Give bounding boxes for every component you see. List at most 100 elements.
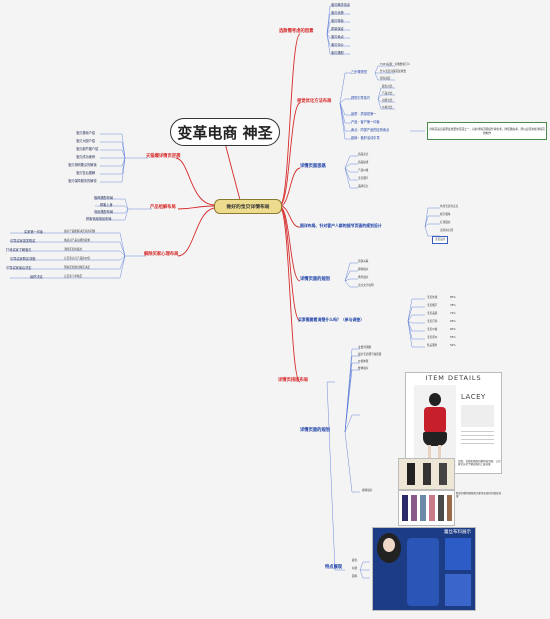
- leaf-note: 展示宝贝细节和质量: [358, 353, 382, 356]
- model-description: 正面、背面和侧面的模特展示图，让买家全方位了解衣服的上身效果: [458, 460, 501, 466]
- leaf-item: 宝贝保障服务的解说: [68, 179, 97, 183]
- sub-branch: 产品：客户第一印象: [351, 120, 380, 124]
- leaf-note: 品牌实力: [358, 185, 369, 188]
- branch-page-arrangement[interactable]: 详情页面的规划: [300, 277, 331, 282]
- leaf-note: 让买家下单购买: [64, 275, 83, 278]
- leaf-note: 商品卖点: [358, 153, 369, 156]
- leaf-note: 卖点文字说明: [358, 284, 374, 287]
- leaf-item: 宝贝成功案例: [76, 155, 96, 159]
- leaf-item: 宝贝优势: [331, 11, 344, 15]
- branch-page-layout[interactable]: 详情页排版布局: [278, 378, 309, 383]
- leaf-item: 宝贝搭配: [331, 51, 344, 55]
- leaf-note: 整体展示: [358, 367, 369, 370]
- leaf-pct: 60%: [450, 328, 456, 331]
- leaf-item: 顾客上身: [100, 203, 113, 207]
- sub-branch-page-design[interactable]: 详情页面的规划: [300, 428, 331, 433]
- leaf-note: 颜色对比: [382, 85, 393, 88]
- leaf-note: 打消疑虑: [440, 221, 451, 224]
- leaf-note: 材质: [352, 567, 358, 570]
- item-details-title: ITEM DETAILS: [425, 374, 482, 382]
- leaf-note: 宝贝外观: [427, 296, 438, 299]
- leaf-pct: 72%: [450, 312, 456, 315]
- leaf-item: 宝贝调研要点的解读: [68, 163, 97, 167]
- leaf-note: 卖家的心理: [440, 229, 453, 232]
- leaf-item: 质量保证: [331, 27, 344, 31]
- branch-page-plan[interactable]: 详情页面思路: [300, 164, 326, 169]
- leaf-item: 买家第一印象: [24, 230, 44, 234]
- leaf-item: 宝贝卖点: [331, 35, 344, 39]
- mindmap-title: 变革电商 神圣: [170, 118, 280, 146]
- leaf-note: 主要营销图: [358, 346, 371, 349]
- leaf-note: 功能对比: [382, 99, 393, 102]
- branch-selection-factors[interactable]: 选款需考虑的因素: [279, 29, 314, 34]
- feature-title: 蕾丝布料展示: [444, 530, 471, 535]
- leaf-note: 颜色: [352, 559, 358, 562]
- leaf-note: 宝贝评价: [427, 336, 438, 339]
- leaf-note: 宝贝细节: [427, 304, 438, 307]
- brand-label: LACEY: [461, 393, 486, 401]
- leaf-item: 最终决定: [30, 275, 43, 279]
- sub-branch: 视觉引导技巧: [351, 96, 371, 100]
- sub-branch: 三步骤视觉: [351, 70, 367, 74]
- leaf-note: 让买家认可产品的价值: [64, 257, 90, 260]
- feature-image: 蕾丝布料展示: [372, 527, 476, 611]
- leaf-item: 宝贝大图介绍: [76, 139, 96, 143]
- leaf-note: 消除买家的疑虑: [64, 248, 83, 251]
- sub-branch: 品质：质量是第一: [351, 112, 377, 116]
- branch-buyer-survey[interactable]: 买家需要看清楚什么吗？（参与调查）: [298, 317, 365, 322]
- branch-store-traffic[interactable]: 天猫爆详情页逆袭: [146, 154, 181, 159]
- leaf-note: 价格对比: [382, 106, 393, 109]
- leaf-item: 宝贝特色: [331, 19, 344, 23]
- callout-note: 详情页是店铺里最重要的页面之一，好的详情页能提升转化率，降低跳失率，所以必须重视…: [427, 122, 547, 140]
- leaf-item: 推荐搭配布局: [94, 196, 114, 200]
- leaf-note: 模特展示: [358, 268, 369, 271]
- leaf-note: 唤起对产品功能的需求: [64, 239, 90, 242]
- leaf-note: TOP1标题：主图要吸引人: [380, 63, 411, 66]
- leaf-item: 宝贝售后图解: [76, 171, 96, 175]
- leaf-note: 简短总结: [380, 77, 391, 80]
- model-description-2: 精美的模特图能给买家带来更好的视觉效果: [456, 492, 502, 498]
- leaf-item: 引导买家激发购买: [10, 239, 36, 243]
- leaf-item: 引导买家最后决定: [6, 266, 32, 270]
- leaf-note: 宝贝价格: [427, 328, 438, 331]
- leaf-item: 宝贝基础介绍: [76, 131, 96, 135]
- leaf-note: 售后服务: [427, 344, 438, 347]
- leaf-item: 宝贝概念信息: [331, 3, 351, 7]
- leaf-pct: 85%: [450, 296, 456, 299]
- leaf-note: 宝贝细节: [358, 177, 369, 180]
- model-photo: [414, 385, 456, 469]
- leaf-item: 引导买家购买流程: [10, 257, 36, 261]
- design-box: 宝贝设计: [432, 236, 449, 244]
- leaf-note: 商品描述: [358, 161, 369, 164]
- sub-branch-features[interactable]: 特点展现: [325, 565, 343, 570]
- sub-branch: 卖点：同类产品的区别卖点: [351, 128, 390, 132]
- leaf-pct: 65%: [450, 320, 456, 323]
- branch-product-layout[interactable]: 产品组解布局: [150, 205, 176, 210]
- leaf-note: 营销关联: [358, 260, 369, 263]
- leaf-item: 打消买家了解宝贝: [6, 248, 32, 252]
- branch-buyer-psychology[interactable]: 解除买家心理布局: [144, 252, 179, 257]
- leaf-note: 场景展示: [358, 276, 369, 279]
- branch-visual-optimization[interactable]: 视觉优化方法布局: [297, 99, 332, 104]
- central-topic[interactable]: 做好的宝贝详情布局: [214, 199, 282, 214]
- leaf-note: 展示产品能解决买家的问题: [64, 230, 96, 233]
- leaf-note: 吸引眼球: [440, 213, 451, 216]
- model-lineup: [398, 490, 455, 526]
- model-photo-small: [398, 458, 455, 490]
- leaf-pct: 50%: [450, 344, 456, 347]
- leaf-note: 模特展示: [362, 489, 373, 492]
- leaf-pct: 55%: [450, 336, 456, 339]
- leaf-item: 场景搭配布局: [94, 210, 114, 214]
- leaf-item: 顾客使用场景布局: [86, 217, 112, 221]
- leaf-note: 宝贝尺码: [427, 320, 438, 323]
- leaf-item: 宝贝细节图介绍: [76, 147, 99, 151]
- leaf-item: 宝贝评价: [331, 43, 344, 47]
- leaf-note: 什么宝贝详情页最重要: [380, 70, 406, 73]
- leaf-note: 帮助买家做出购买决定: [64, 266, 90, 269]
- leaf-pct: 78%: [450, 304, 456, 307]
- leaf-note: 面料: [352, 575, 358, 578]
- leaf-note: 布局宝贝的卖点: [440, 205, 459, 208]
- branch-layout-design[interactable]: 图详布局、针对客户人群的细节页面的规划设计: [300, 223, 382, 228]
